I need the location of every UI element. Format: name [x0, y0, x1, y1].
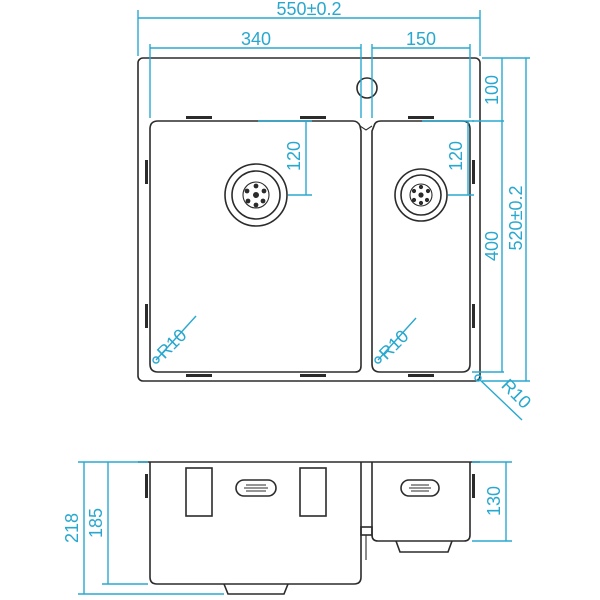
left-bowl-side: [149, 462, 362, 585]
mounting-clips: [145, 116, 475, 377]
right-drain-icon: [394, 168, 448, 222]
side-view: [138, 461, 480, 595]
right-radius-mark: [374, 356, 382, 364]
right-overflow-slot: [400, 479, 440, 497]
left-overflow-slot: [235, 479, 277, 497]
bowl-depth-label: 400: [482, 231, 502, 261]
side-dimensions: 218 185 130: [62, 461, 512, 595]
tap-hole: [356, 77, 378, 99]
left-bowl-outline: [149, 120, 362, 373]
left-radius-mark: [152, 356, 160, 364]
right-bowl-width-label: 150: [406, 29, 436, 49]
right-bowl-side: [371, 462, 471, 542]
bowl-divider: [359, 125, 373, 131]
drain-offset-dimensions: 120 120: [258, 120, 474, 196]
left-bowl-height-label: 185: [86, 508, 106, 538]
left-bowl-width-label: 340: [241, 29, 271, 49]
right-bowl-outline: [371, 120, 471, 373]
outer-radius-mark: [474, 374, 482, 382]
top-view: [137, 57, 482, 382]
left-drain-offset-label: 120: [284, 141, 304, 171]
right-clip-side: [299, 467, 327, 517]
left-clip-side: [185, 467, 213, 517]
overflow-connector: [360, 526, 373, 536]
right-drain-offset-label: 120: [446, 141, 466, 171]
radius-callouts: R10 R10 R10: [153, 315, 535, 421]
total-height-label: 218: [62, 513, 82, 543]
right-dimensions: 100 400 520±0.2: [472, 57, 530, 382]
overall-depth-label: 520±0.2: [506, 186, 526, 251]
right-bowl-height-label: 130: [484, 486, 504, 516]
overall-width-label: 550±0.2: [277, 0, 342, 19]
rear-deck-label: 100: [482, 75, 502, 105]
right-waste-outlet: [395, 540, 453, 553]
top-dimensions: 550±0.2 340 150: [137, 0, 481, 118]
left-waste-outlet: [223, 583, 289, 595]
sink-outline: [137, 57, 481, 382]
left-drain-icon: [224, 163, 288, 227]
